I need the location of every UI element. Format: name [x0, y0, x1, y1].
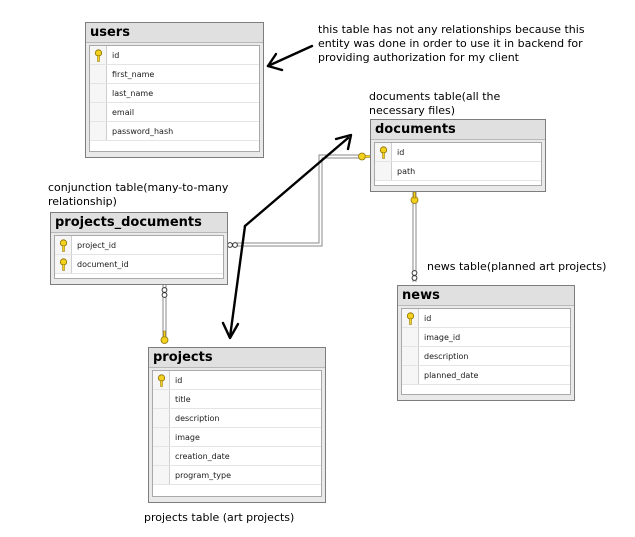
column-row[interactable]: email — [90, 103, 259, 122]
note-documents: documents table(all the necessary files) — [369, 90, 500, 118]
table-documents[interactable]: documents id path — [370, 119, 546, 192]
infinity-icon — [227, 242, 238, 248]
note-line: this table has not any relationships bec… — [318, 23, 585, 36]
column-name: document_id — [77, 260, 129, 269]
key-icon — [157, 374, 166, 387]
column-name: project_id — [77, 241, 117, 250]
note-line: necessary files) — [369, 104, 456, 117]
note-line: documents table(all the — [369, 90, 501, 103]
column-name: id — [397, 148, 405, 157]
arrow-users-note — [266, 44, 314, 72]
column-row[interactable]: image_id — [402, 328, 570, 347]
table-users[interactable]: users id first_name last_name email pass… — [85, 22, 264, 158]
infinity-icon — [161, 287, 168, 298]
column-name: id — [112, 51, 120, 60]
note-line: providing authorization for my client — [318, 51, 519, 64]
key-icon — [406, 312, 415, 325]
table-projects[interactable]: projects id title description image crea… — [148, 347, 326, 503]
column-row[interactable]: program_type — [153, 466, 321, 485]
table-news[interactable]: news id image_id description planned_dat… — [397, 285, 575, 401]
relationship-line-news — [412, 190, 417, 282]
column-name: path — [397, 167, 416, 176]
key-icon — [410, 191, 419, 204]
column-row[interactable]: creation_date — [153, 447, 321, 466]
column-name: image_id — [424, 333, 461, 342]
table-columns: id title description image creation_date… — [152, 370, 322, 497]
infinity-icon — [411, 270, 418, 281]
key-icon — [358, 152, 372, 161]
column-row[interactable]: id — [153, 371, 321, 390]
column-name: id — [175, 376, 183, 385]
note-line: relationship) — [48, 195, 117, 208]
column-row[interactable]: description — [402, 347, 570, 366]
note-projects: projects table (art projects) — [144, 511, 295, 524]
column-row[interactable]: title — [153, 390, 321, 409]
column-name: program_type — [175, 471, 232, 480]
table-title: news — [398, 286, 574, 306]
column-row[interactable]: project_id — [55, 236, 223, 255]
column-name: id — [424, 314, 432, 323]
note-conjunction: conjunction table(many-to-many relations… — [48, 181, 228, 209]
column-name: email — [112, 108, 135, 117]
column-name: title — [175, 395, 191, 404]
column-row[interactable]: id — [402, 309, 570, 328]
note-line: conjunction table(many-to-many — [48, 181, 229, 194]
column-row[interactable]: image — [153, 428, 321, 447]
relationship-line-document — [235, 154, 362, 247]
note-news: news table(planned art projects) — [427, 260, 607, 273]
table-columns: id path — [374, 142, 542, 186]
table-columns: id first_name last_name email password_h… — [89, 45, 260, 152]
table-title: projects_documents — [51, 213, 227, 233]
column-name: password_hash — [112, 127, 174, 136]
key-icon — [59, 258, 68, 271]
column-row[interactable]: last_name — [90, 84, 259, 103]
table-columns: project_id document_id — [54, 235, 224, 279]
column-row[interactable]: id — [375, 143, 541, 162]
column-row[interactable]: description — [153, 409, 321, 428]
column-row[interactable]: document_id — [55, 255, 223, 274]
column-name: creation_date — [175, 452, 230, 461]
key-icon — [59, 239, 68, 252]
table-title: users — [86, 23, 263, 43]
column-row[interactable]: id — [90, 46, 259, 65]
arrow-projects-documents — [221, 133, 353, 340]
column-name: first_name — [112, 70, 155, 79]
column-name: planned_date — [424, 371, 479, 380]
table-title: projects — [149, 348, 325, 368]
table-columns: id image_id description planned_date — [401, 308, 571, 395]
note-users: this table has not any relationships bec… — [318, 23, 585, 65]
note-line: entity was done in order to use it in ba… — [318, 37, 583, 50]
table-projects-documents[interactable]: projects_documents project_id document_i… — [50, 212, 228, 285]
column-name: image — [175, 433, 200, 442]
column-name: description — [424, 352, 469, 361]
column-row[interactable]: planned_date — [402, 366, 570, 385]
column-name: last_name — [112, 89, 154, 98]
column-row[interactable]: password_hash — [90, 122, 259, 141]
column-row[interactable]: path — [375, 162, 541, 181]
key-icon — [160, 330, 169, 344]
key-icon — [94, 49, 103, 62]
column-name: description — [175, 414, 220, 423]
table-title: documents — [371, 120, 545, 140]
key-icon — [379, 146, 388, 159]
column-row[interactable]: first_name — [90, 65, 259, 84]
